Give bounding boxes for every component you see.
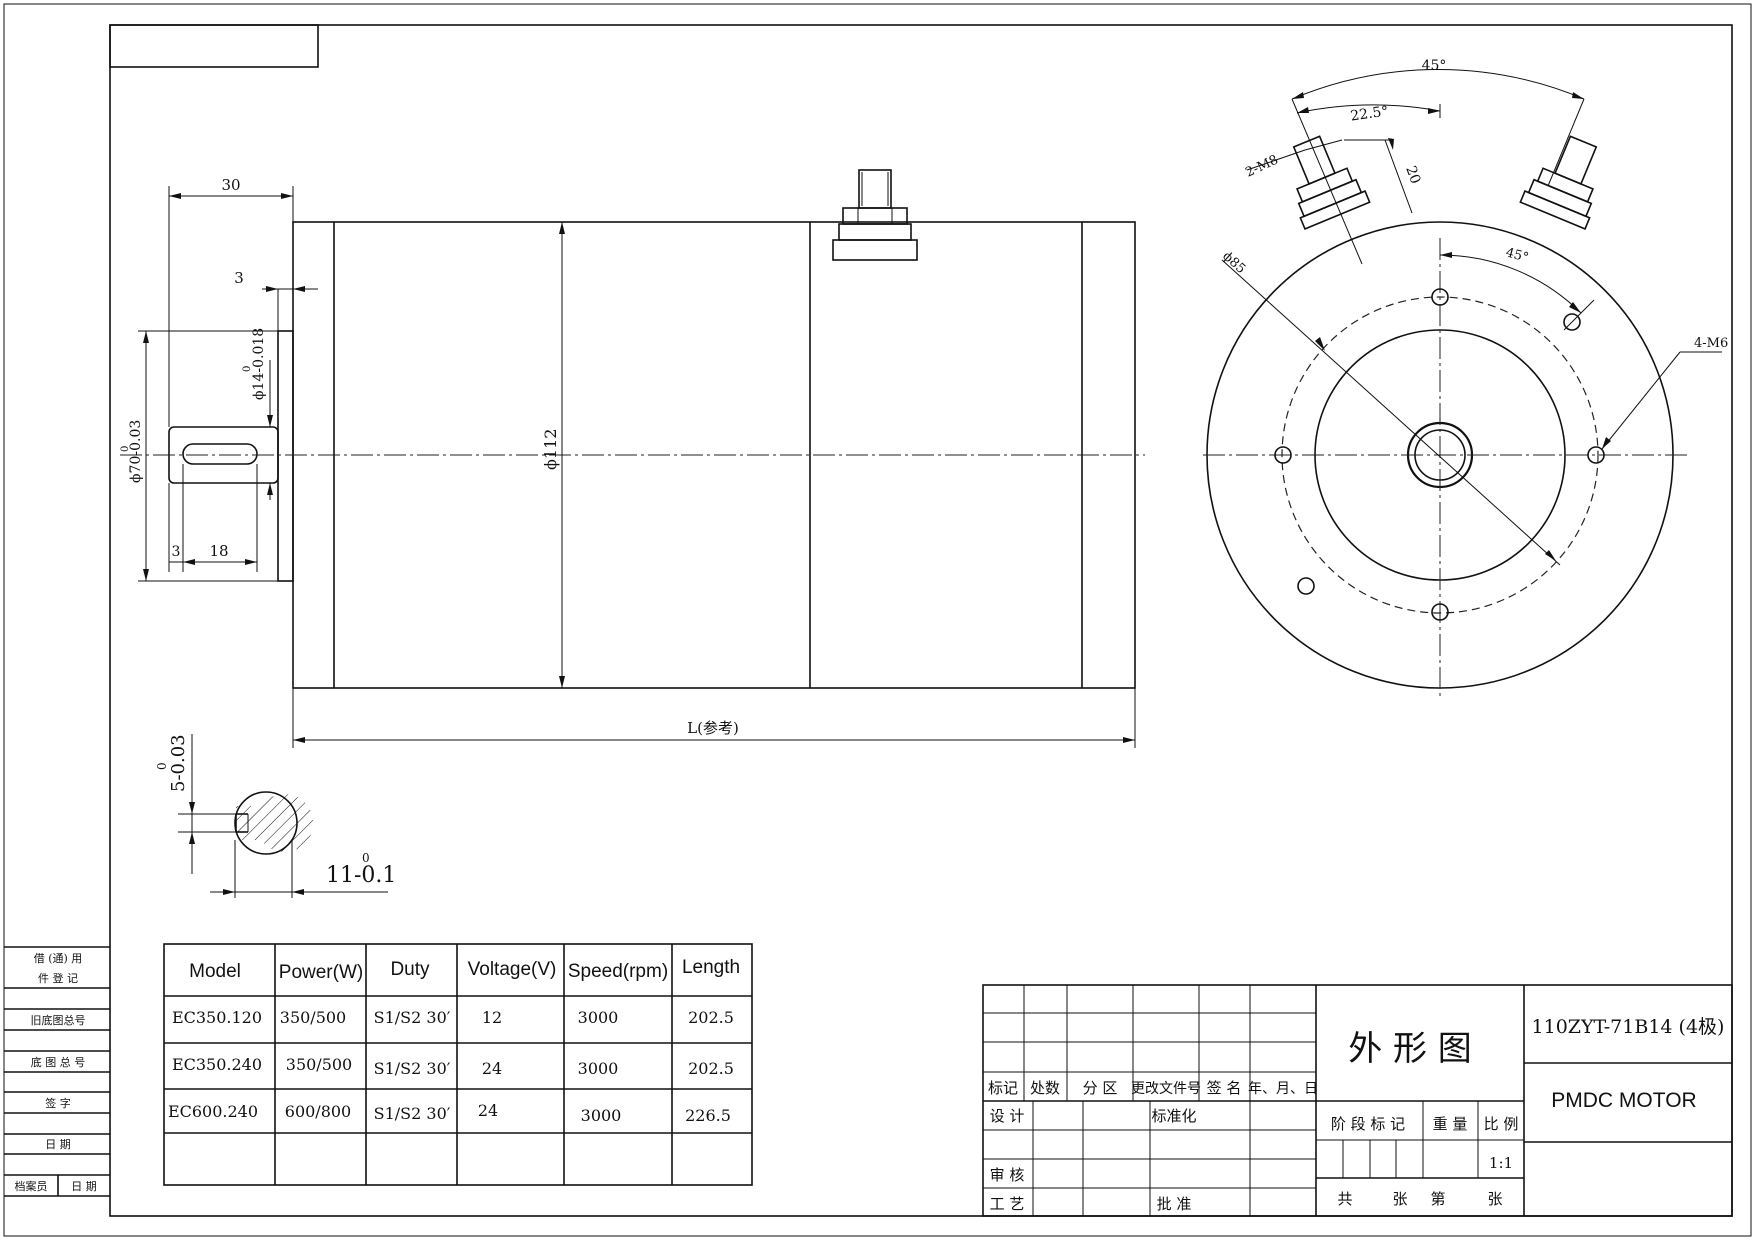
end-terminal-2	[1519, 135, 1598, 230]
spec-cell: EC600.240	[168, 1102, 258, 1121]
spec-header-speed: Speed(rpm)	[568, 961, 668, 982]
terminal-base	[832, 239, 918, 261]
spec-header-voltage: Voltage(V)	[468, 959, 557, 980]
drawing-frame	[109, 24, 1733, 1217]
terminal-thread-spec: 2-M8	[1243, 153, 1280, 181]
side-label-signature: 签 字	[45, 1096, 71, 1110]
dim-key-width-upper: 0	[155, 762, 169, 770]
label-sheet-total: 共	[1337, 1190, 1352, 1208]
title-block: 标记 处数 分 区 更改文件号 签 名 年、月、日 设 计 标准化 审 核 工 …	[982, 984, 1733, 1217]
bolt-hole-bottom	[1431, 603, 1449, 621]
spec-cell: 3000	[578, 1008, 619, 1027]
side-view: 30 3 ϕ14-0.018 0 ϕ70-0.03 0 3 18 ϕ112 L(…	[120, 169, 1145, 748]
side-panel: 借 (通) 用 件 登 记 旧底图总号 底 图 总 号 签 字 日 期 档案员 …	[4, 946, 110, 1197]
dim-key-length: 18	[209, 542, 228, 560]
bolt-hole-upper-right	[1563, 313, 1581, 331]
dim-angle-22-5: 22.5°	[1349, 103, 1389, 124]
label-stage-mark: 阶 段 标 记	[1331, 1115, 1405, 1133]
dim-key-depth-upper: 0	[362, 851, 370, 865]
end-view: 45° 22.5° 2-M8 20 ϕ85 45° 4-M6	[1203, 58, 1728, 700]
bolt-hole-left	[1274, 446, 1292, 464]
rev-header-zone: 分 区	[1083, 1079, 1118, 1097]
shaft-section: 5-0.03 0 11-0.1 0	[155, 734, 396, 898]
label-design: 设 计	[990, 1107, 1025, 1125]
dim-angle-45-inner: 45°	[1504, 245, 1530, 265]
rev-header-signature: 签 名	[1207, 1079, 1242, 1097]
spec-cell: S1/S2 30′	[374, 1008, 451, 1027]
spec-header-duty: Duty	[390, 959, 430, 980]
label-review: 审 核	[990, 1166, 1025, 1184]
rev-header-date: 年、月、日	[1248, 1081, 1318, 1097]
dim-shoulder: 3	[234, 269, 244, 287]
dim-shaft-length: 30	[221, 176, 240, 194]
spec-cell: 12	[482, 1008, 502, 1027]
bolt-hole-right	[1587, 446, 1605, 464]
scale-value: 1:1	[1489, 1154, 1513, 1172]
spec-header-power: Power(W)	[279, 962, 363, 983]
side-label-register: 件 登 记	[38, 971, 78, 985]
spec-cell: EC350.240	[172, 1055, 262, 1074]
dim-pilot-diameter-upper: 0	[120, 446, 131, 452]
label-approve: 批 准	[1157, 1195, 1192, 1213]
spec-cell: 350/500	[280, 1008, 346, 1027]
side-label-date: 日 期	[45, 1138, 71, 1151]
spec-cell: 350/500	[286, 1055, 352, 1074]
spec-cell: S1/S2 30′	[374, 1104, 451, 1123]
label-sheet-number: 第	[1430, 1190, 1445, 1208]
dim-terminal-height: 20	[1402, 164, 1423, 186]
spec-cell: 3000	[581, 1106, 622, 1125]
side-label-borrow: 借 (通) 用	[34, 952, 83, 965]
dim-shaft-diameter: ϕ14-0.018	[251, 328, 267, 400]
pilot-flange	[277, 330, 294, 582]
outer-border	[3, 3, 1752, 1237]
dim-key-offset: 3	[172, 544, 181, 560]
label-sheet-unit-1: 张	[1392, 1190, 1407, 1208]
corner-box	[109, 24, 319, 68]
rev-header-doc-no: 更改文件号	[1131, 1081, 1201, 1097]
spec-cell: EC350.120	[172, 1008, 262, 1027]
terminal-stud	[858, 169, 892, 209]
dim-body-diameter: ϕ112	[541, 429, 560, 470]
spec-cell: 202.5	[688, 1059, 734, 1078]
dim-shaft-diameter-upper: 0	[242, 366, 253, 372]
label-sheet-unit-2: 张	[1487, 1190, 1502, 1208]
bolt-hole-lower-left	[1297, 577, 1315, 595]
spec-cell: 202.5	[688, 1008, 734, 1027]
dim-pilot-diameter: ϕ70-0.03	[128, 420, 144, 483]
product-name: PMDC MOTOR	[1551, 1089, 1696, 1112]
dim-angle-45-outer: 45°	[1422, 58, 1447, 74]
dim-overall-length: L(参考)	[687, 719, 739, 737]
side-label-archive-date: 日 期	[71, 1180, 97, 1193]
spec-cell: 24	[478, 1101, 498, 1120]
label-scale: 比 例	[1484, 1115, 1519, 1133]
drawing-title: 外 形 图	[1348, 1029, 1472, 1069]
shaft-keyway	[182, 443, 258, 465]
label-process: 工 艺	[990, 1195, 1025, 1213]
spec-header-length: Length	[682, 957, 740, 978]
bolt-hole-top	[1431, 288, 1449, 306]
spec-cell: 226.5	[685, 1106, 731, 1125]
spec-cell: S1/S2 30′	[374, 1059, 451, 1078]
label-weight: 重 量	[1433, 1115, 1468, 1133]
label-standardize: 标准化	[1151, 1107, 1196, 1125]
drawing-number: 110ZYT-71B14 (4极)	[1532, 1016, 1725, 1038]
rev-header-mark: 标记	[988, 1079, 1018, 1097]
spec-table: Model Power(W) Duty Voltage(V) Speed(rpm…	[163, 943, 753, 1186]
spec-cell: 3000	[578, 1059, 619, 1078]
rev-header-count: 处数	[1030, 1079, 1060, 1097]
side-label-base-drawing: 底 图 总 号	[31, 1055, 86, 1069]
spec-cell: 24	[482, 1059, 502, 1078]
side-label-old-drawing: 旧底图总号	[31, 1013, 86, 1027]
end-terminal-1	[1292, 135, 1371, 230]
bolt-thread-spec: 4-M6	[1694, 336, 1728, 351]
dim-key-width: 5-0.03	[168, 734, 189, 792]
spec-header-model: Model	[189, 961, 241, 982]
side-label-archivist: 档案员	[15, 1179, 48, 1193]
spec-cell: 600/800	[285, 1102, 351, 1121]
dim-bolt-circle: ϕ85	[1219, 249, 1248, 277]
dim-key-depth: 11-0.1	[326, 863, 396, 888]
